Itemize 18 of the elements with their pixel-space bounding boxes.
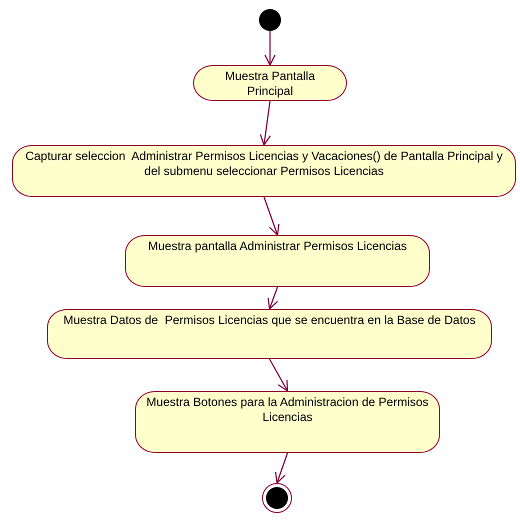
activity-box xyxy=(135,391,440,453)
activity-label: Muestra Pantalla Principal xyxy=(224,69,316,99)
activity-box xyxy=(125,235,430,287)
arrow xyxy=(274,452,288,484)
activity-label: Capturar seleccion Administrar Permisos Licencias y Vacaciones() de Pantalla Principal y del submenu seleccionar Permisos Licencias xyxy=(24,149,504,179)
arrow xyxy=(264,31,276,66)
initial-node xyxy=(259,9,281,31)
activity-label: Muestra Botones para la Administracion de Permisos Licencias xyxy=(145,395,430,425)
activity-label: Muestra pantalla Administrar Permisos Licencias xyxy=(148,239,407,254)
activity-label: Muestra Datos de Permisos Licencias que se encuentra en la Base de Datos xyxy=(63,313,476,328)
final-node xyxy=(262,483,292,513)
arrow xyxy=(268,358,288,392)
arrow xyxy=(260,100,271,146)
arrow xyxy=(268,286,278,310)
activity-box xyxy=(12,145,516,197)
activity-box xyxy=(193,65,347,101)
arrow xyxy=(263,196,280,236)
activity-box xyxy=(47,309,492,359)
